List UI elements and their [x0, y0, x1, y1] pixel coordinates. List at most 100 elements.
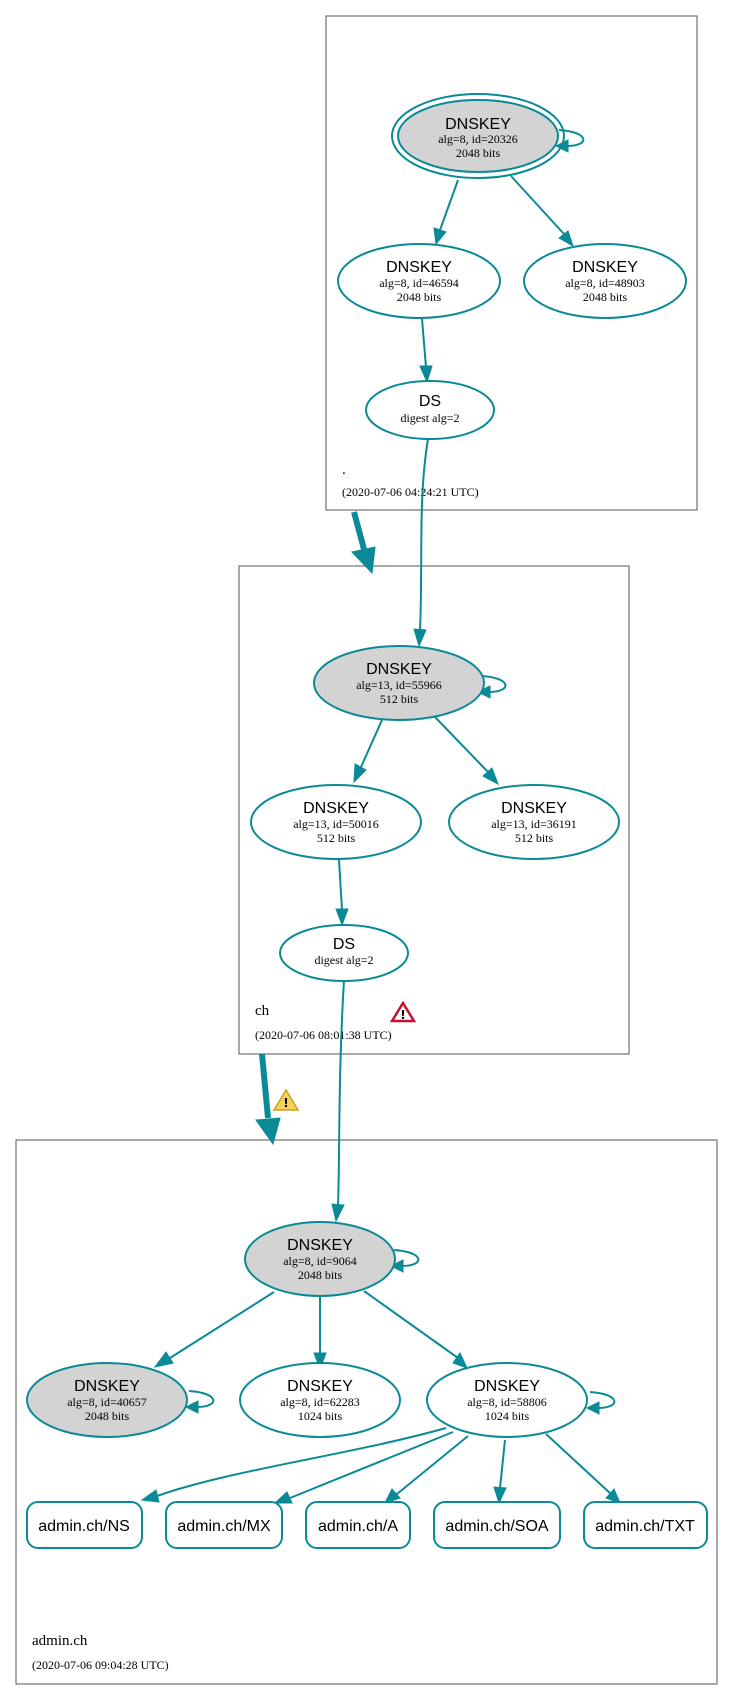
svg-text:!: !	[283, 1096, 288, 1110]
edge-ch-ksk-zsk2-arrowhead	[482, 767, 499, 786]
node-root-ds-title: DS	[419, 393, 441, 410]
edge-58806-ns-arrowhead	[140, 1489, 160, 1503]
node-ch-zsk2-line1: alg=13, id=36191	[491, 817, 577, 831]
admin-40657-self-edge	[188, 1390, 215, 1408]
zone-ch-timestamp: (2020-07-06 08:01:38 UTC)	[255, 1028, 392, 1042]
node-root-ds[interactable]: DS digest alg=2	[365, 380, 495, 440]
rrset-soa[interactable]: admin.ch/SOA	[433, 1501, 561, 1549]
node-root-zsk1-title: DNSKEY	[386, 259, 452, 276]
node-root-ksk-line1: alg=8, id=20326	[438, 132, 518, 146]
edge-ch-zsk1-ds-arrowhead	[335, 908, 349, 927]
node-root-zsk2[interactable]: DNSKEY alg=8, id=48903 2048 bits	[523, 243, 687, 319]
edge-ch-zsk1-ds	[338, 859, 343, 911]
edge-root-ds-ch-ksk	[419, 438, 429, 631]
node-ch-zsk1[interactable]: DNSKEY alg=13, id=50016 512 bits	[250, 784, 422, 860]
edge-root-zsk1-ds-arrowhead	[419, 365, 433, 384]
node-root-zsk2-line2: 2048 bits	[583, 290, 628, 304]
edge-admin-ksk-40657-arrowhead	[153, 1351, 174, 1368]
edge-58806-txt	[545, 1433, 612, 1495]
rrset-mx-label: admin.ch/MX	[177, 1518, 271, 1535]
edge-admin-ksk-62283-arrowhead	[313, 1352, 327, 1371]
edge-root-ds-ch-ksk-arrowhead	[413, 628, 427, 648]
edge-ch-ds-admin-ksk-arrowhead	[331, 1203, 345, 1223]
rrset-mx[interactable]: admin.ch/MX	[165, 1501, 283, 1549]
node-ch-zsk1-line2: 512 bits	[317, 831, 356, 845]
node-admin-k62283[interactable]: DNSKEY alg=8, id=62283 1024 bits	[239, 1362, 401, 1438]
node-root-ksk[interactable]: DNSKEY alg=8, id=20326 2048 bits	[391, 93, 565, 179]
node-admin-k62283-line2: 1024 bits	[298, 1409, 343, 1423]
delegation-root-ch-arrowhead	[351, 546, 376, 575]
edge-ch-ds-admin-ksk	[337, 979, 345, 1206]
edge-root-ksk-zsk1-arrowhead	[433, 227, 447, 246]
warning-triangle-yellow-icon[interactable]: !	[272, 1088, 300, 1111]
admin-58806-self-edge	[589, 1391, 616, 1409]
delegation-ch-admin-arrowhead	[255, 1117, 281, 1146]
rrset-ns-label: admin.ch/NS	[38, 1518, 130, 1535]
node-ch-ksk-title: DNSKEY	[366, 661, 432, 678]
node-admin-ksk-line2: 2048 bits	[298, 1268, 343, 1282]
node-root-ksk-line2: 2048 bits	[456, 146, 501, 160]
edge-ch-ksk-zsk1	[360, 719, 383, 768]
edge-admin-ksk-58806-arrowhead	[452, 1352, 468, 1369]
node-ch-zsk2-title: DNSKEY	[501, 800, 567, 817]
edge-58806-mx	[289, 1431, 454, 1499]
admin-ksk-self-arrowhead	[389, 1259, 404, 1273]
edge-ch-ksk-zsk1-arrowhead	[353, 763, 367, 784]
warning-triangle-red-icon[interactable]: !	[389, 1000, 417, 1023]
zone-ch-name: ch	[255, 1003, 270, 1019]
edge-root-ksk-zsk2-arrowhead	[558, 230, 574, 248]
zone-root-name: .	[342, 462, 346, 478]
node-admin-k40657-line2: 2048 bits	[85, 1409, 130, 1423]
node-admin-k58806[interactable]: DNSKEY alg=8, id=58806 1024 bits	[426, 1362, 588, 1438]
node-ch-ds[interactable]: DS digest alg=2	[279, 924, 409, 982]
svg-text:!: !	[400, 1008, 405, 1022]
node-root-zsk1-line1: alg=8, id=46594	[379, 276, 459, 290]
edge-ch-ksk-zsk2	[433, 715, 489, 773]
node-ch-ds-title: DS	[333, 936, 355, 953]
zone-admin-timestamp: (2020-07-06 09:04:28 UTC)	[32, 1658, 169, 1672]
edge-admin-ksk-58806	[363, 1290, 459, 1359]
node-ch-zsk2[interactable]: DNSKEY alg=13, id=36191 512 bits	[448, 784, 620, 860]
rrset-txt[interactable]: admin.ch/TXT	[583, 1501, 708, 1549]
delegation-root-ch-edge	[351, 511, 368, 554]
edge-58806-txt-arrowhead	[605, 1488, 621, 1504]
node-ch-ksk-line2: 512 bits	[380, 692, 419, 706]
node-ch-zsk1-title: DNSKEY	[303, 800, 369, 817]
node-root-zsk2-title: DNSKEY	[572, 259, 638, 276]
ch-ksk-self-edge	[481, 675, 507, 693]
edge-root-ksk-zsk1	[439, 179, 459, 231]
zone-admin-name: admin.ch	[32, 1633, 88, 1649]
node-root-zsk1-line2: 2048 bits	[397, 290, 442, 304]
node-ch-zsk1-line1: alg=13, id=50016	[293, 817, 379, 831]
node-ch-ds-line1: digest alg=2	[314, 953, 373, 967]
node-ch-ksk[interactable]: DNSKEY alg=13, id=55966 512 bits	[313, 645, 485, 721]
admin-58806-self-arrowhead	[585, 1401, 600, 1415]
rrset-a-label: admin.ch/A	[318, 1518, 398, 1535]
node-ch-zsk2-line2: 512 bits	[515, 831, 554, 845]
admin-40657-self-arrowhead	[184, 1400, 199, 1414]
delegation-ch-admin-edge	[259, 1053, 271, 1119]
edge-58806-ns	[156, 1427, 447, 1497]
node-admin-k58806-title: DNSKEY	[474, 1378, 540, 1395]
root-ksk-self-edge	[558, 129, 585, 147]
edge-58806-mx-arrowhead	[273, 1491, 293, 1504]
node-admin-ksk-line1: alg=8, id=9064	[283, 1254, 357, 1268]
node-root-zsk1[interactable]: DNSKEY alg=8, id=46594 2048 bits	[337, 243, 501, 319]
zone-root-timestamp: (2020-07-06 04:24:21 UTC)	[342, 485, 479, 499]
node-admin-k58806-line1: alg=8, id=58806	[467, 1395, 547, 1409]
node-admin-k58806-line2: 1024 bits	[485, 1409, 530, 1423]
edge-58806-a-arrowhead	[384, 1488, 401, 1504]
node-admin-ksk[interactable]: DNSKEY alg=8, id=9064 2048 bits	[244, 1221, 396, 1297]
rrset-a[interactable]: admin.ch/A	[305, 1501, 411, 1549]
node-root-ds-line1: digest alg=2	[400, 411, 459, 425]
rrset-ns[interactable]: admin.ch/NS	[26, 1501, 143, 1549]
node-admin-k40657-title: DNSKEY	[74, 1378, 140, 1395]
node-ch-ksk-line1: alg=13, id=55966	[356, 678, 442, 692]
edge-admin-ksk-40657	[169, 1291, 275, 1359]
edge-58806-a	[396, 1435, 469, 1495]
node-admin-k40657[interactable]: DNSKEY alg=8, id=40657 2048 bits	[26, 1362, 188, 1438]
node-root-zsk2-line1: alg=8, id=48903	[565, 276, 645, 290]
node-admin-k62283-line1: alg=8, id=62283	[280, 1395, 360, 1409]
edge-58806-soa	[499, 1439, 506, 1489]
